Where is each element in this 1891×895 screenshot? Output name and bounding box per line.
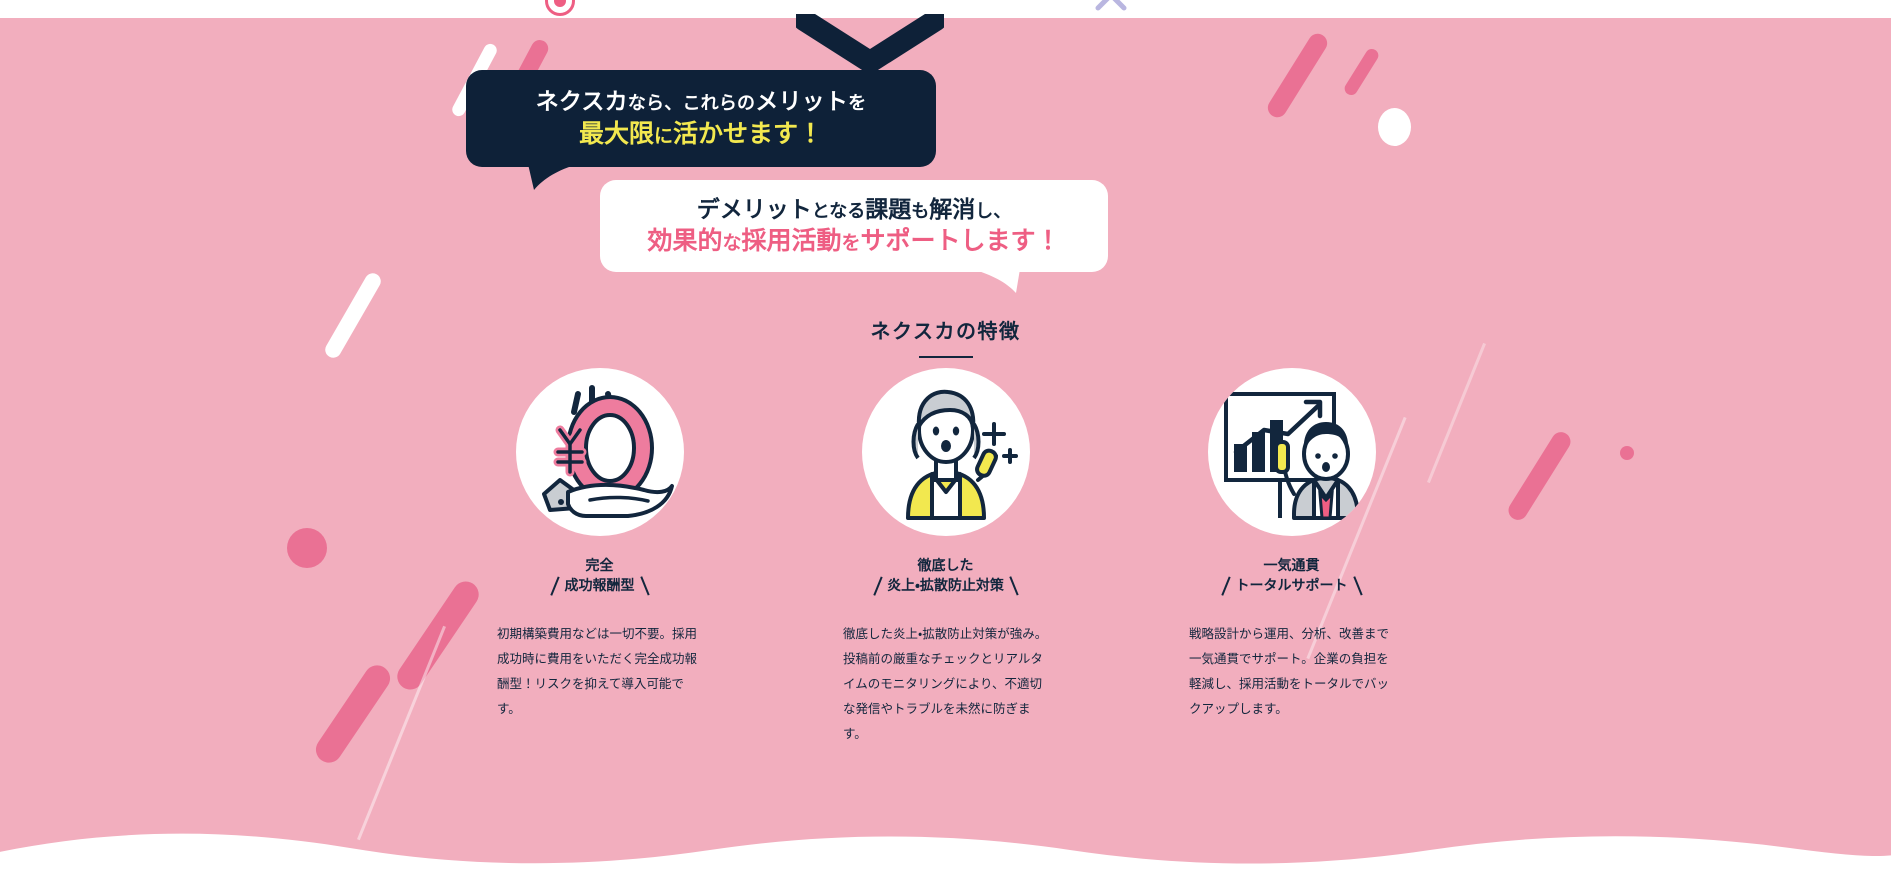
feature-card[interactable]: 一気通貫 トータルサポート 戦略設計から運用、分析、改善まで一気通貫でサポート。… (1168, 368, 1416, 746)
feature-card-title-line2-row: 炎上・拡散防止対策 (872, 576, 1019, 596)
bubble-tail-dark (528, 164, 578, 190)
demerit-callout-bubble: デメリットとなる課題も解消し、 効果的な採用活動をサポートします！ (600, 180, 1108, 293)
deco-dot-pink-2 (1620, 446, 1634, 460)
demerit-line1-keyword3: 解消 (929, 196, 976, 223)
merit-line1-tail: を (848, 92, 867, 114)
feature-card-title-line1: 一気通貫 (1263, 558, 1320, 574)
feature-card-title-line2: 成功報酬型 (564, 578, 635, 595)
features-section-heading: ネクスカの特徴 (0, 315, 1891, 358)
slash-right-icon (1352, 576, 1362, 596)
demerit-line1-keyword2: 課題 (865, 196, 912, 223)
demerit-callout-line2: 効果的な採用活動をサポートします！ (647, 225, 1060, 256)
feature-card-title-line1: 徹底した (917, 558, 974, 574)
feature-card-title-line2: トータルサポート (1235, 578, 1348, 595)
feature-card[interactable]: 徹底した 炎上・拡散防止対策 徹底した炎上・拡散防止対策が強み。投稿前の厳重なチ… (822, 368, 1070, 746)
deco-line-faint-3 (1427, 342, 1486, 484)
demerit-line2-keyword3: サポートします！ (860, 226, 1061, 256)
demerit-line2-keyword: 効果的 (647, 226, 723, 256)
deco-line-faint-1 (357, 625, 446, 841)
demerit-callout-line1: デメリットとなる課題も解消し、 (697, 196, 1011, 225)
slash-left-icon (1221, 576, 1231, 596)
hand-holding-zero-yen-icon (515, 368, 684, 536)
feature-card-body: 初期構築費用などは一切不要。採用成功時に費用をいただく完全成功報酬型！リスクを抑… (497, 625, 698, 716)
feature-card-title-line2-row: 成功報酬型 (550, 576, 649, 596)
deco-bar-pink-3 (1342, 46, 1381, 98)
slash-right-icon (1009, 576, 1019, 596)
demerit-line2-keyword2: 採用活動 (741, 226, 842, 256)
demerit-line1-tail: し、 (975, 200, 1012, 222)
top-cutoff-icon-right (1094, 0, 1128, 12)
merit-callout-bubble: ネクスカなら、これらのメリットを 最大限に活かせます！ (466, 70, 936, 190)
pink-section-band (0, 18, 1891, 878)
feature-card-title-line1: 完全 (585, 558, 614, 574)
merit-line2-mid: に (653, 125, 673, 148)
demerit-line1-mid: となる (811, 200, 866, 222)
feature-card-list: 完全 成功報酬型 初期構築費用などは一切不要。採用成功時に費用をいただく完全成功… (476, 368, 1416, 746)
merit-line1-brand: ネクスカ (535, 88, 628, 115)
businessman-growth-chart-icon (1207, 368, 1376, 536)
feature-card-title: 完全 成功報酬型 (550, 556, 649, 603)
page-title: ネクスカの特徴 (870, 319, 1021, 343)
slash-right-icon (639, 576, 649, 596)
merit-line1-keyword: メリット (755, 88, 849, 115)
slash-left-icon (872, 576, 882, 596)
feature-card-body: 戦略設計から運用、分析、改善まで一気通貫でサポート。企業の負担を軽減し、採用活動… (1189, 625, 1390, 716)
heading-underline (918, 356, 973, 358)
deco-dot-pink-1 (287, 528, 327, 568)
top-cutoff-icon-left-inner (554, 0, 566, 7)
demerit-line2-mid2: を (841, 232, 861, 255)
deco-bar-pink-5 (310, 660, 396, 768)
feature-card-title: 徹底した 炎上・拡散防止対策 (872, 556, 1019, 603)
demerit-line1-mid2: も (911, 200, 930, 222)
merit-callout-line1: ネクスカなら、これらのメリットを (536, 88, 867, 117)
demerit-line2-mid: な (722, 232, 742, 255)
merit-line2-hl2: 活かせます！ (673, 119, 824, 149)
feature-card-title: 一気通貫 トータルサポート (1221, 556, 1362, 603)
merit-line2-hl1: 最大限 (578, 119, 654, 149)
chevron-down-icon (792, 9, 947, 73)
merit-line1-mid: なら、これらの (627, 92, 756, 114)
merit-callout-line2: 最大限に活かせます！ (579, 118, 823, 149)
deco-dot-white-1 (1378, 108, 1411, 146)
demerit-line1-keyword: デメリット (696, 196, 812, 223)
feature-card-title-line2-row: トータルサポート (1221, 576, 1362, 596)
feature-card[interactable]: 完全 成功報酬型 初期構築費用などは一切不要。採用成功時に費用をいただく完全成功… (476, 368, 724, 746)
wave-bottom-edge (0, 833, 1891, 878)
feature-card-title-line2: 炎上・拡散防止対策 (887, 578, 1004, 595)
slash-left-icon (550, 576, 560, 596)
feature-card-body: 徹底した炎上・拡散防止対策が強み。投稿前の厳重なチェックとリアルタイムのモニタリ… (843, 625, 1048, 741)
deco-bar-pink-2 (1264, 30, 1331, 121)
bubble-tail-light (972, 269, 1020, 293)
woman-megaphone-sparkle-icon (861, 368, 1030, 536)
deco-bar-pink-6 (1504, 428, 1575, 524)
